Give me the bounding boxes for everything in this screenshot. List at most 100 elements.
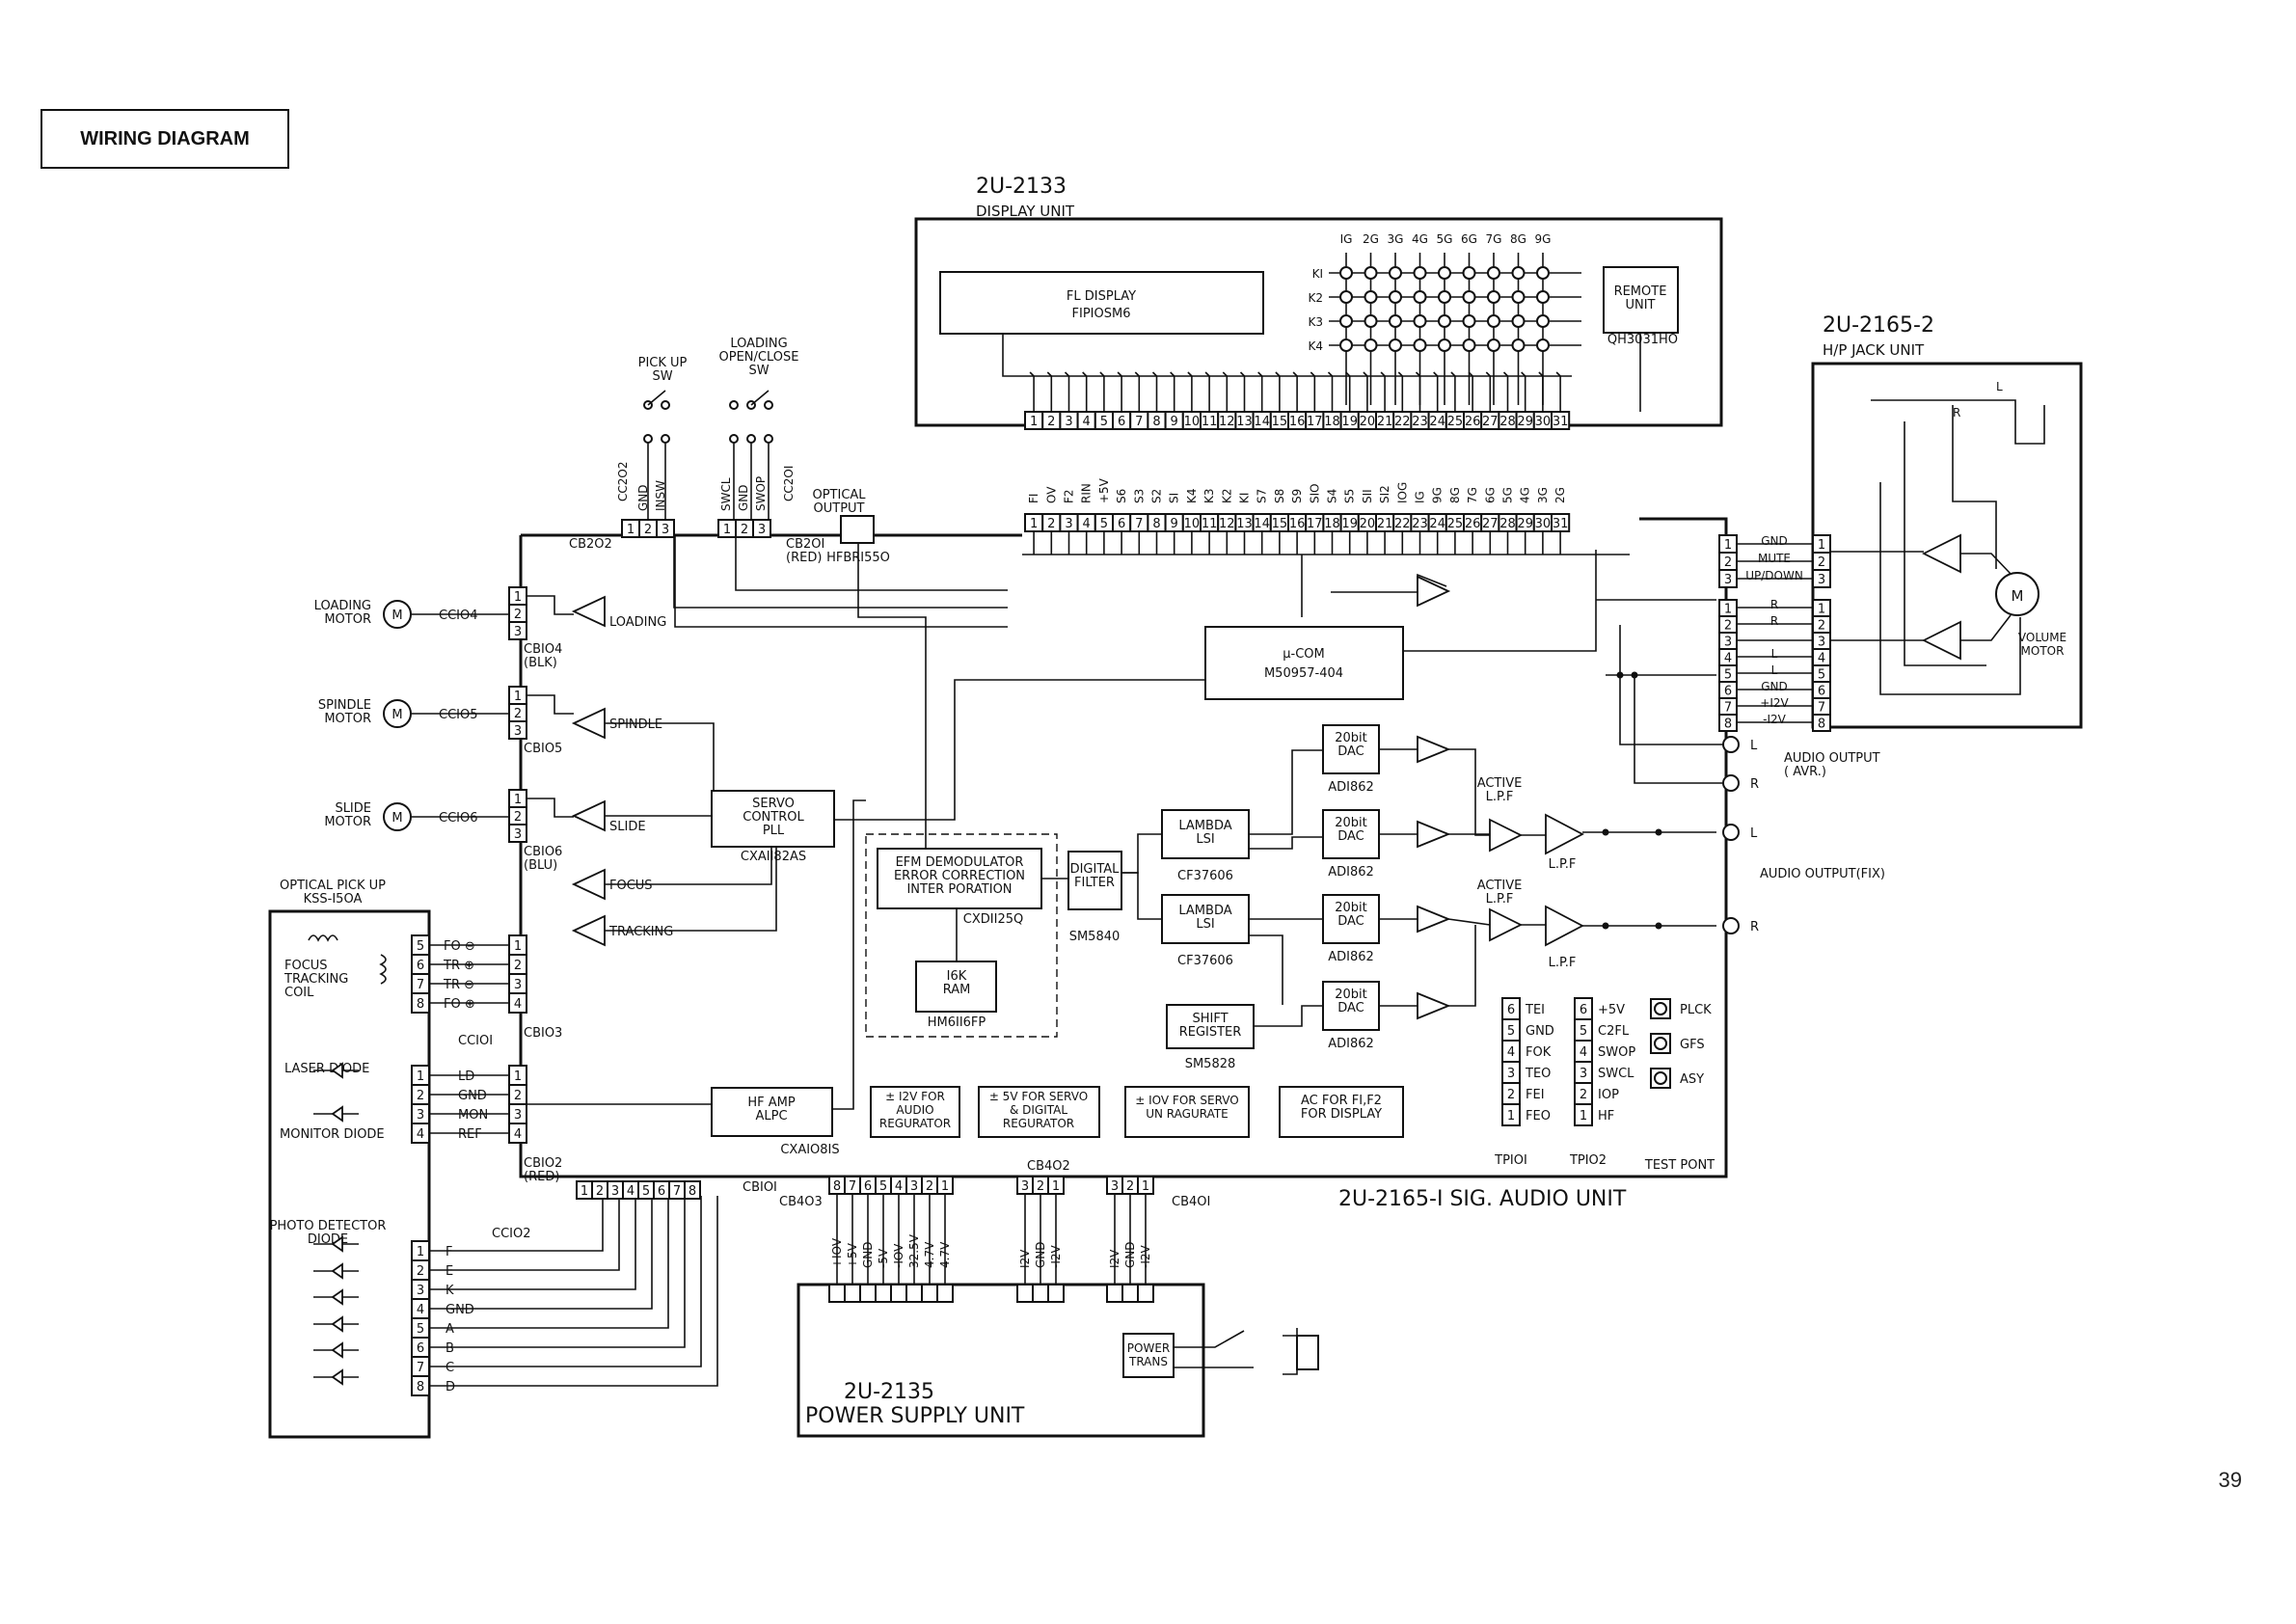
pin-number: 3 [758,523,766,537]
pin-number: 8 [689,1184,696,1199]
cb101-label: CBIOI [743,1180,777,1195]
connector-signal-name: SII [1361,489,1374,503]
pin-number: 21 [1377,415,1393,429]
cc101-label: CCIOI [458,1034,493,1048]
pin-number: 31 [1553,517,1569,531]
ac-plug-body [1296,1335,1319,1370]
hp-jack-wire [1871,399,2045,445]
test-point-pin [1574,1103,1593,1126]
pin-number: 1 [1724,538,1732,553]
hp-jack-wire [1904,421,1986,666]
pin-number: 5 [1818,668,1825,683]
pin-number: 1 [1052,1179,1060,1194]
display-bus-wire [1082,371,1088,412]
connector-signal-name: +5V [1097,477,1111,503]
photo-wire [429,1196,669,1329]
monitor-diode-label: MONITOR DIODE [280,1127,385,1142]
pin-number: 7 [849,1179,856,1194]
pin-number: 2 [1126,1179,1134,1194]
pin-number: 20 [1360,517,1376,531]
slide-label: SLIDE [609,820,646,834]
ac-display-block [1279,1086,1404,1138]
pin-number: 7 [1135,517,1143,531]
lambda-block [1161,809,1250,859]
display-bus-wire [1046,371,1053,412]
cc202-label: CC2O2 [616,462,630,501]
power-socket [828,1284,846,1303]
pin-number: 2 [1724,619,1732,634]
loading-label: LOADING [609,615,666,630]
pin-number: 30 [1535,415,1552,429]
diode-symbol [331,1315,343,1333]
cc201-label: CC2OI [782,466,796,501]
tp102-signal: HF [1598,1109,1614,1123]
tp102-label: TPIO2 [1569,1153,1607,1168]
motor-wire [527,694,574,715]
pin-number: 12 [1219,517,1235,531]
connector-pin [752,519,771,538]
volume-motor [1995,572,2039,616]
pin-number: 25 [1447,415,1464,429]
connector-signal-name: F2 [1063,489,1076,503]
cb102-pin-number: 1 [514,1069,522,1084]
connector-signal-name: KI [1238,493,1252,503]
coil-signal: FO ⊖ [444,939,475,954]
signal-wire [1448,925,1476,1007]
coil-signal: TR ⊖ [443,978,474,992]
motor-letter: M [392,811,402,826]
tp101-signal: FEO [1526,1109,1551,1123]
pin-number: 3 [514,827,522,842]
digital-filter-block [1067,851,1122,910]
ram-part: HM6II6FP [928,1015,986,1030]
key-matrix-node [1389,338,1402,352]
hp-connector-1b: 123 [1812,534,1831,588]
audio-output-channel: L [1750,739,1758,753]
output-wire [1634,675,1723,784]
lambda-part: CF37606 [1177,869,1233,883]
pin-number: 10 [1184,517,1201,531]
pin-number: 13 [1236,415,1253,429]
display-bus-wire [1450,371,1456,412]
pin-number: 5 [1724,668,1732,683]
key-matrix-node [1364,338,1378,352]
display-bus-wire [1204,371,1210,412]
ac-plug-symbol [1283,1328,1298,1375]
mcom-block [1204,626,1404,700]
pin-number: 2 [514,810,522,825]
digital-filter-part: SM5840 [1069,930,1121,944]
power-socket [1016,1284,1034,1303]
photo-wire [429,1196,686,1348]
coil-pin-number: 5 [417,939,424,954]
motor-letter: M [392,708,402,722]
tp102-signal: +5V [1598,1003,1625,1017]
ld-pin-number: 1 [417,1069,424,1084]
cc202-signal: GND [636,484,650,511]
pin-number: 3 [662,523,669,537]
hp-conn1-label: UP/DOWN [1745,569,1803,582]
display-bus-wire [1099,371,1105,412]
pin-number: 6 [658,1184,665,1199]
signal-wire [1121,833,1162,874]
hp-wire [1960,614,2012,641]
hf-amp-part: CXAIO8IS [780,1143,839,1157]
diode-symbol [331,1288,343,1306]
connector-signal-name: S6 [1115,489,1128,503]
photo-pin-number: 8 [417,1380,424,1394]
servo-wire [605,847,772,885]
hp-jack-wire [1879,482,2021,695]
tp102-signal: SWOP [1598,1045,1635,1060]
loading-amp [571,595,606,628]
pin-number: 7 [673,1184,681,1199]
